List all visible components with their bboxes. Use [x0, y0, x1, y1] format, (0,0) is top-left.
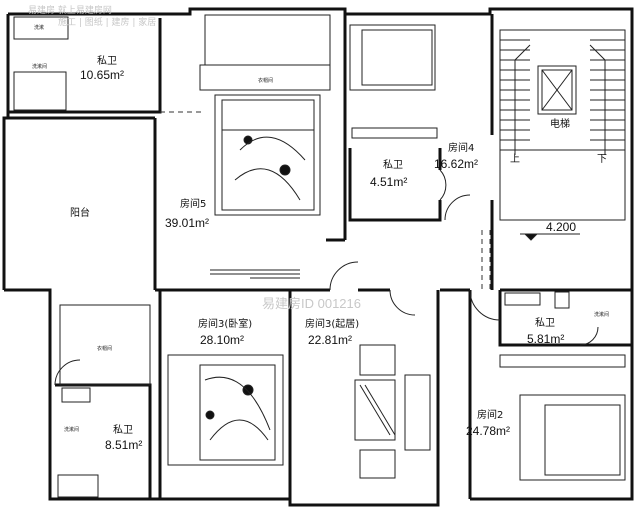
balcony-name: 阳台 [70, 206, 90, 219]
washer-label-top: 洗漱间 [32, 63, 47, 70]
elevator-label: 电梯 [550, 117, 570, 130]
room5-name: 房间5 [180, 197, 206, 210]
bath-bottom-left-area: 8.51m² [105, 438, 142, 452]
doors [54, 169, 599, 386]
bath-room4-name: 私卫 [383, 159, 403, 171]
logo-bottom: 施工 | 图纸 | 建房 | 家居 [58, 16, 156, 28]
bath-right-area: 5.81m² [527, 332, 564, 346]
watermark: 易建房ID 001216 [262, 296, 361, 311]
bath-room4-area: 4.51m² [370, 175, 407, 189]
walls [2, 7, 634, 507]
room3-living-name: 房间3(起居) [305, 317, 359, 330]
room3-bedroom-area: 28.10m² [200, 333, 244, 347]
bath-top-left-name: 私卫 [97, 55, 117, 67]
room4-name: 房间4 [448, 141, 474, 154]
room3-living-area: 22.81m² [308, 333, 352, 347]
bath-right-name: 私卫 [535, 317, 555, 329]
room5-area: 39.01m² [165, 216, 209, 230]
room2-name: 房间2 [477, 408, 503, 421]
stair-down-label: 下 [597, 154, 607, 165]
closet-label-bottom: 衣帽间 [97, 345, 112, 352]
room4-area: 16.62m² [434, 157, 478, 171]
washer-label-right: 洗漱间 [594, 311, 609, 318]
basin-label-top: 洗漱 [34, 24, 44, 31]
logo-top: 易建房 就上易建房网 [28, 4, 112, 16]
stair-up-label: 上 [510, 153, 520, 165]
room2-area: 24.78m² [466, 424, 510, 438]
stair-level: 4.200 [546, 220, 576, 234]
bath-top-left-area: 10.65m² [80, 68, 124, 82]
bath-bottom-left-name: 私卫 [113, 424, 133, 436]
closet-label-room5: 衣帽间 [258, 77, 273, 84]
washer-label-bottom: 洗漱间 [64, 426, 79, 433]
thin-lines [13, 14, 626, 498]
room3-bedroom-name: 房间3(卧室) [198, 317, 252, 330]
dashed-lines [160, 111, 491, 290]
